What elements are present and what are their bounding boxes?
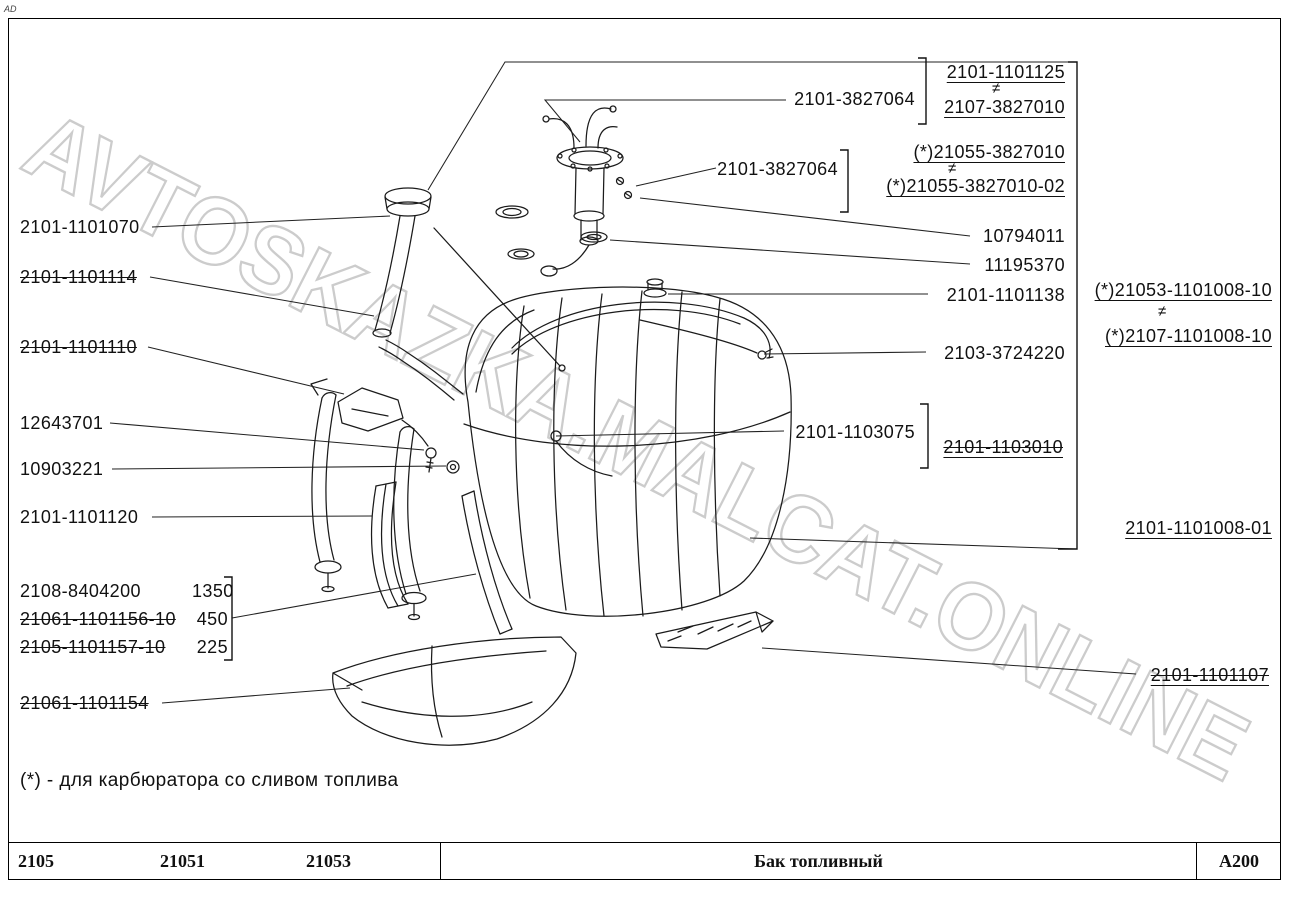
part-label-10794011: 10794011 xyxy=(983,226,1065,246)
footer-model-21053: 21053 xyxy=(306,851,351,871)
part-label-2101-1101138: 2101-1101138 xyxy=(946,285,1065,305)
part-label-2101-1101107: 2101-1101107 xyxy=(1150,665,1269,685)
part-label-2107-1101008-10: (*)2107-1101008-10 xyxy=(1105,326,1272,346)
part-label-2101-1101114: 2101-1101114 xyxy=(20,267,137,287)
part-label-10903221: 10903221 xyxy=(20,459,104,479)
part-label-2101-1103075: 2101-1103075 xyxy=(795,422,915,442)
footer-table: 2105 21051 21053 Бак топливный А200 xyxy=(8,842,1281,880)
part-label-21055-3827010-02: (*)21055-3827010-02 xyxy=(886,176,1065,196)
footer-sheet-code: А200 xyxy=(1219,851,1259,871)
part-label-2101-3827064: 2101-3827064 xyxy=(794,89,915,109)
fuel-sender-drawing xyxy=(495,105,633,277)
length-value: 225 xyxy=(196,637,228,657)
not-equal-sign: ≠ xyxy=(948,160,957,177)
shield-drawing xyxy=(332,636,577,746)
length-row: 21061-1101156-10 450 xyxy=(20,609,228,630)
footer-title: Бак топливный xyxy=(440,843,1197,880)
footer-model-2105: 2105 xyxy=(18,851,54,871)
filler-neck-drawing xyxy=(372,187,566,401)
part-label-2101-3827064-2: 2101-3827064 xyxy=(717,159,838,179)
footnote: (*) - для карбюратора со сливом топлива xyxy=(20,770,399,791)
part-label-2101-1101125: 2101-1101125 xyxy=(946,62,1065,82)
strap-and-bracket-drawing xyxy=(310,378,513,635)
length-row: 2105-1101157-10 225 xyxy=(20,637,228,658)
harness-drawing xyxy=(639,319,774,360)
page-frame xyxy=(8,18,1281,880)
part-label-12643701: 12643701 xyxy=(20,413,104,433)
length-value: 1350 xyxy=(192,581,234,601)
part-label-2103-3724220: 2103-3724220 xyxy=(944,343,1065,363)
group-brackets xyxy=(224,57,1078,661)
not-equal-sign: ≠ xyxy=(1158,303,1167,320)
part-label-2105-1101157-10: 2105-1101157-10 xyxy=(20,637,166,657)
fuel-tank-drawing xyxy=(463,278,792,617)
not-equal-sign: ≠ xyxy=(992,80,1001,97)
part-label-2101-1101070: 2101-1101070 xyxy=(20,217,140,237)
bottom-bracket-drawing xyxy=(655,611,774,650)
part-label-2108-8404200: 2108-8404200 xyxy=(20,581,141,601)
part-label-2107-3827010: 2107-3827010 xyxy=(944,97,1065,117)
corner-mark: AD xyxy=(4,4,17,14)
part-label-2101-1103010: 2101-1103010 xyxy=(943,437,1063,457)
part-label-21061-1101154: 21061-1101154 xyxy=(20,693,149,713)
part-label-21055-3827010: (*)21055-3827010 xyxy=(913,142,1065,162)
part-label-11195370: 11195370 xyxy=(984,255,1065,275)
length-value: 450 xyxy=(196,609,228,629)
part-label-2101-1101120: 2101-1101120 xyxy=(20,507,139,527)
length-row: 2108-8404200 1350 xyxy=(20,581,234,602)
part-label-21061-1101156-10: 21061-1101156-10 xyxy=(20,609,176,629)
footer-model-21051: 21051 xyxy=(160,851,205,871)
part-label-2101-1101008-01: 2101-1101008-01 xyxy=(1125,518,1272,538)
part-label-2101-1101110: 2101-1101110 xyxy=(20,337,137,357)
part-label-21053-1101008-10: (*)21053-1101008-10 xyxy=(1094,280,1272,300)
